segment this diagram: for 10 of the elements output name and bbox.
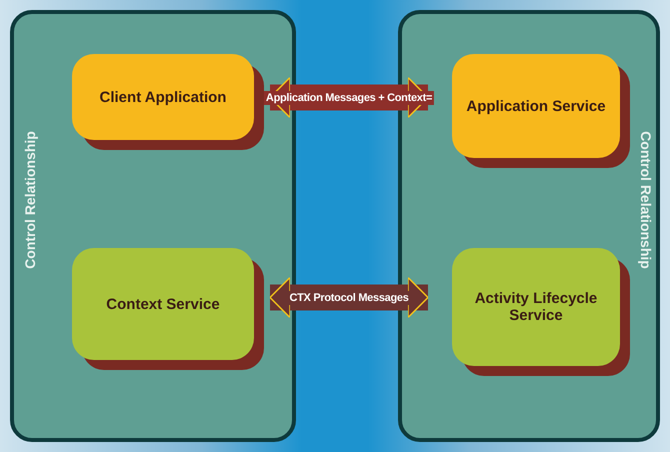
panel-title: Control Relationship <box>22 131 38 269</box>
service-box: Client Application <box>72 54 254 140</box>
double-arrow <box>269 76 429 118</box>
panel-title: Control Relationship <box>638 131 654 269</box>
service-box: Activity Lifecycle Service <box>452 248 620 366</box>
service-box: Context Service <box>72 248 254 360</box>
edge-label: Application Messages + Context= <box>264 90 434 104</box>
edge-label: CTX Protocol Messages <box>288 290 410 304</box>
service-box: Application Service <box>452 54 620 158</box>
double-arrow <box>269 276 429 318</box>
